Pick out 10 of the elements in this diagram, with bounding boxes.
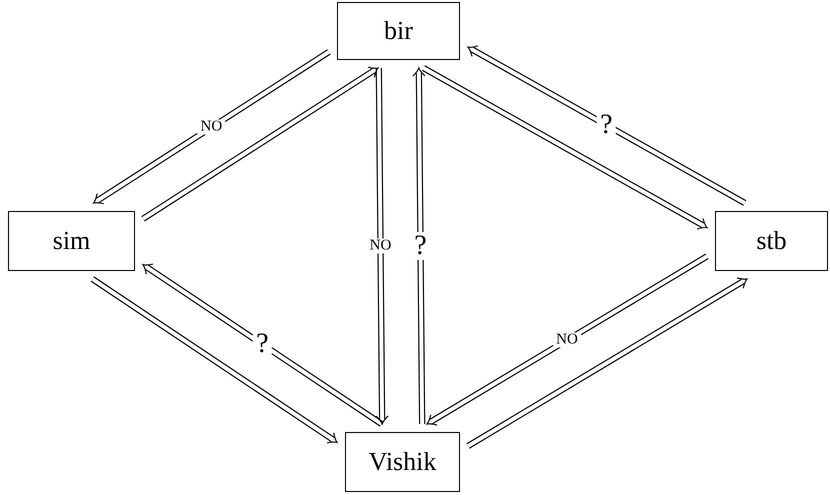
node-label: bir	[384, 16, 413, 46]
node-box	[337, 2, 460, 60]
node-box	[8, 211, 135, 271]
node-box	[715, 211, 828, 271]
node-label: Vishik	[368, 447, 436, 477]
edge-label: NO	[553, 332, 581, 348]
node-label: sim	[52, 226, 90, 256]
node-label: stb	[756, 226, 787, 256]
node-box	[345, 432, 460, 492]
edge-label: NO	[198, 120, 226, 135]
